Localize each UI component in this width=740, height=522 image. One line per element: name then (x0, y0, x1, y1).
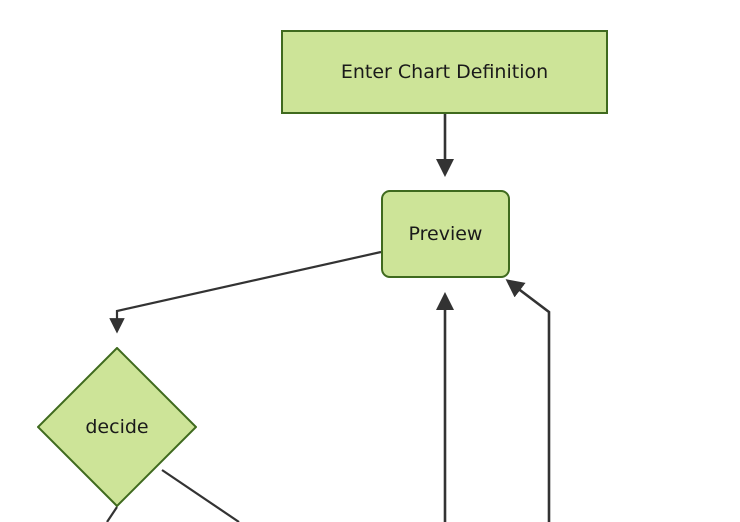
edge-decide-to-offscreen-left (106, 506, 118, 522)
edge-preview-to-decide (109, 250, 382, 334)
edge-return-right (505, 279, 551, 522)
node-decide[interactable]: decide (37, 347, 197, 507)
diamond-shape (37, 347, 197, 507)
edge-decide-to-offscreen-right (161, 469, 240, 522)
node-label-enter-chart-definition: Enter Chart Definition (340, 60, 549, 83)
node-enter-chart-definition[interactable]: Enter Chart Definition (281, 30, 608, 114)
node-label-preview: Preview (408, 222, 483, 245)
node-label-decide: decide (85, 415, 149, 438)
node-preview[interactable]: Preview (381, 190, 510, 278)
